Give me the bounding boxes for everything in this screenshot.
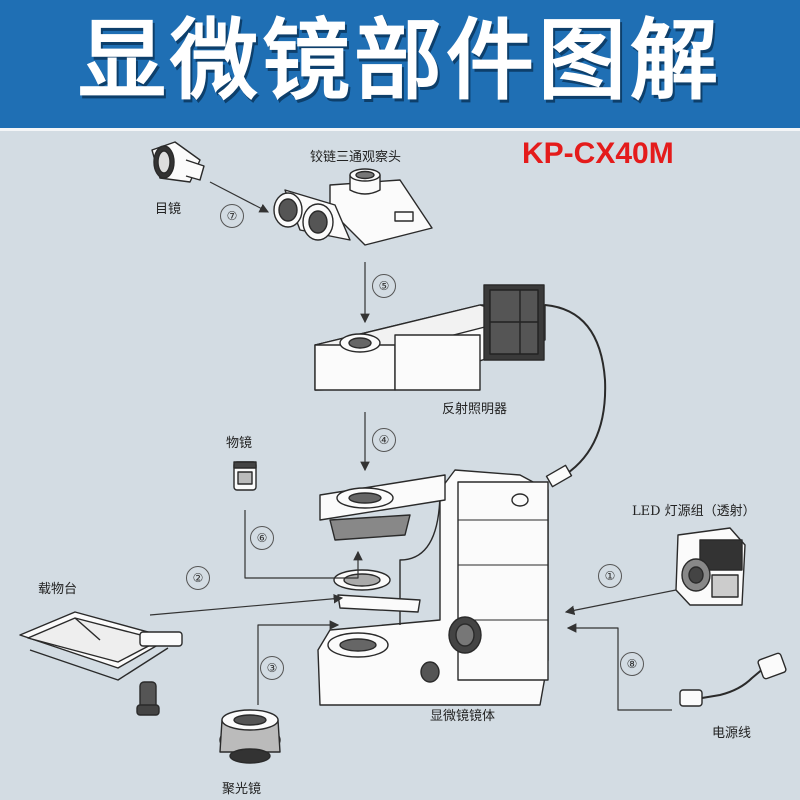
microscope-body-part bbox=[318, 470, 548, 705]
label-led-lamp: LED 灯源组（透射） bbox=[632, 500, 756, 519]
step-number-8: ⑧ bbox=[620, 652, 644, 676]
label-power-cord: 电源线 bbox=[712, 722, 751, 741]
step-number-5: ⑤ bbox=[372, 274, 396, 298]
label-eyepiece: 目镜 bbox=[155, 198, 181, 217]
step-number-6: ⑥ bbox=[250, 526, 274, 550]
condenser-part bbox=[220, 710, 280, 763]
stage-part bbox=[20, 612, 182, 715]
objective-part bbox=[234, 462, 256, 490]
label-stage: 载物台 bbox=[38, 578, 77, 597]
step-number-4: ④ bbox=[372, 428, 396, 452]
power-cord-part bbox=[680, 652, 787, 706]
label-trinocular-head: 铰链三通观察头 bbox=[310, 146, 401, 165]
step-number-7: ⑦ bbox=[220, 204, 244, 228]
step-number-2: ② bbox=[186, 566, 210, 590]
label-objective: 物镜 bbox=[226, 432, 252, 451]
step-number-1: ① bbox=[598, 564, 622, 588]
step-number-3: ③ bbox=[260, 656, 284, 680]
label-microscope-body: 显微镜镜体 bbox=[430, 705, 495, 724]
label-condenser: 聚光镜 bbox=[222, 778, 261, 797]
label-reflector: 反射照明器 bbox=[442, 398, 507, 417]
trinocular-head-part bbox=[274, 169, 432, 245]
eyepiece-part bbox=[152, 142, 204, 182]
led-lamp-part bbox=[676, 528, 745, 605]
reflector-part bbox=[315, 285, 605, 487]
